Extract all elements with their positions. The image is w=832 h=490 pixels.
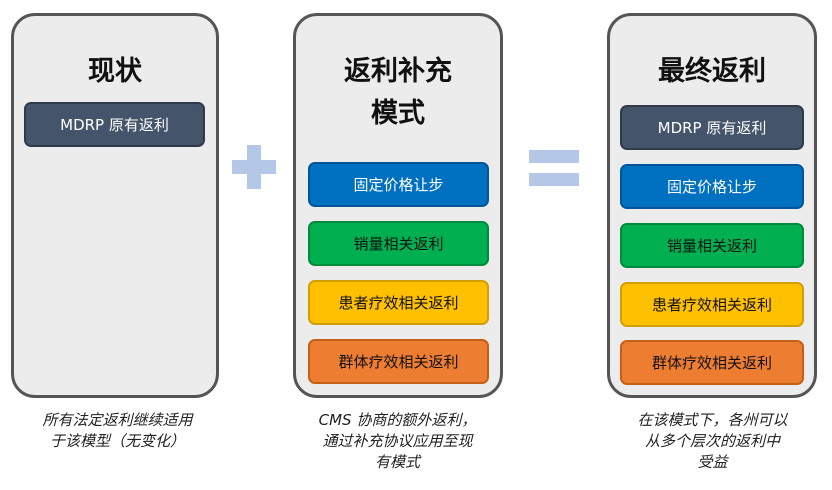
final-rebate-caption: 在该模式下，各州可以 从多个层次的返利中 受益: [600, 410, 825, 473]
final-population-outcome-rebate-box: 群体疗效相关返利: [620, 340, 804, 385]
final-fixed-price-concession-box: 固定价格让步: [620, 164, 804, 209]
caption-line: 于该模型（无变化）: [49, 432, 185, 450]
current-state-title: 现状: [88, 56, 142, 87]
final-volume-related-rebate-box: 销量相关返利: [620, 223, 804, 268]
current-state-caption: 所有法定返利继续适用 于该模型（无变化）: [5, 410, 230, 452]
caption-line: 有模式: [374, 453, 420, 471]
equals-icon-top-bar: [529, 150, 579, 163]
caption-line: CMS 协商的额外返利，: [318, 411, 477, 429]
equals-icon-bottom-bar: [529, 173, 579, 186]
fixed-price-concession-box: 固定价格让步: [308, 162, 489, 207]
caption-line: 所有法定返利继续适用: [42, 411, 193, 429]
population-outcome-rebate-box: 群体疗效相关返利: [308, 339, 489, 384]
final-mdrp-rebate-box: MDRP 原有返利: [620, 105, 804, 150]
patient-outcome-rebate-box: 患者疗效相关返利: [308, 280, 489, 325]
plus-icon-vertical-bar: [247, 145, 261, 189]
supplement-model-caption: CMS 协商的额外返利， 通过补充协议应用至现 有模式: [285, 410, 510, 473]
caption-line: 受益: [697, 453, 728, 471]
mdrp-rebate-box: MDRP 原有返利: [24, 102, 205, 147]
volume-related-rebate-box: 销量相关返利: [308, 221, 489, 266]
supplement-model-title-line2: 模式: [371, 98, 425, 129]
supplement-model-panel: 返利补充 模式 固定价格让步 销量相关返利 患者疗效相关返利 群体疗效相关返利: [293, 13, 503, 398]
caption-line: 从多个层次的返利中: [644, 432, 780, 450]
supplement-model-title-line1: 返利补充: [344, 56, 452, 87]
caption-line: 通过补充协议应用至现: [322, 432, 473, 450]
current-state-panel: 现状 MDRP 原有返利: [11, 13, 219, 398]
final-rebate-panel: 最终返利 MDRP 原有返利 固定价格让步 销量相关返利 患者疗效相关返利 群体…: [607, 13, 817, 398]
final-patient-outcome-rebate-box: 患者疗效相关返利: [620, 282, 804, 327]
final-rebate-title: 最终返利: [658, 56, 766, 87]
caption-line: 在该模式下，各州可以: [637, 411, 788, 429]
